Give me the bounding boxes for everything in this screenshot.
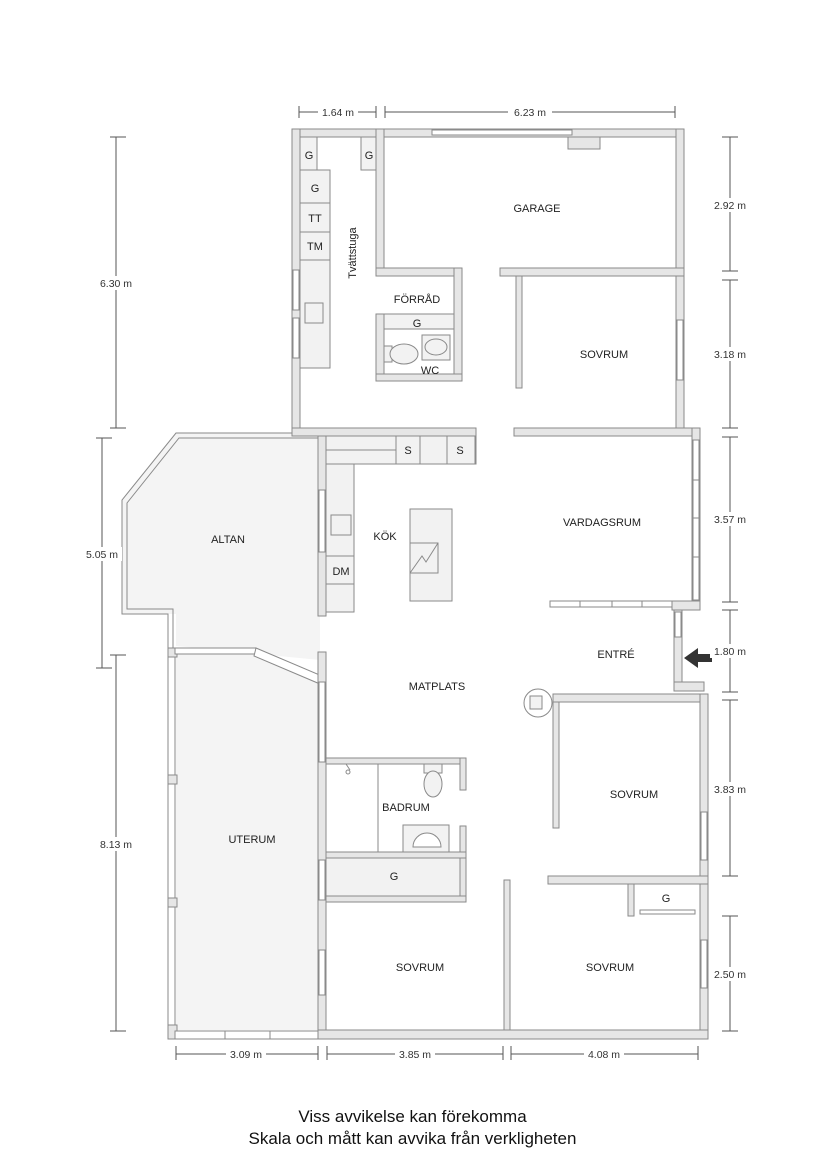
- fixture-g-2: G: [365, 150, 374, 162]
- disclaimer-line-1: Viss avvikelse kan förekomma: [298, 1107, 527, 1126]
- dim-bottom-1: 3.09 m: [230, 1049, 262, 1061]
- dim-right-5: 3.83 m: [714, 784, 746, 796]
- room-label-tvattstuga: Tvättstuga: [347, 226, 359, 278]
- room-label-sovrum-3: SOVRUM: [396, 962, 444, 974]
- room-label-uterum: UTERUM: [228, 834, 275, 846]
- disclaimer: Viss avvikelse kan förekomma Skala och m…: [0, 1106, 825, 1150]
- room-label-vardagsrum: VARDAGSRUM: [563, 517, 641, 529]
- fixture-dm: DM: [332, 566, 349, 578]
- room-label-altan: ALTAN: [211, 534, 245, 546]
- fixtures: [299, 136, 553, 897]
- fixture-g-sovrum: G: [662, 893, 671, 905]
- dim-bottom-3: 4.08 m: [588, 1049, 620, 1061]
- fixture-g-3: G: [311, 183, 320, 195]
- disclaimer-line-2: Skala och mått kan avvika från verklighe…: [248, 1129, 577, 1148]
- room-label-sovrum-2: SOVRUM: [610, 789, 658, 801]
- dim-right-4: 1.80 m: [714, 646, 746, 658]
- room-label-wc: WC: [421, 365, 439, 377]
- room-label-forrad: FÖRRÅD: [394, 293, 441, 306]
- fixture-g-forrad: G: [413, 318, 422, 330]
- stove-icon: [409, 542, 439, 574]
- dim-left-2: 5.05 m: [86, 549, 118, 561]
- dim-right-6: 2.50 m: [714, 969, 746, 981]
- uterum-area: [167, 647, 323, 1040]
- dim-top-right: 6.23 m: [514, 107, 546, 119]
- room-label-entre: ENTRÉ: [597, 648, 634, 661]
- dim-left-1: 6.30 m: [100, 278, 132, 290]
- room-label-sovrum-4: SOVRUM: [586, 962, 634, 974]
- dim-bottom-2: 3.85 m: [399, 1049, 431, 1061]
- dim-right-3: 3.57 m: [714, 514, 746, 526]
- entrance-arrow-icon: [684, 648, 712, 668]
- fixture-labels: G G G TT TM G S S DM G G: [305, 150, 671, 905]
- dim-right-2: 3.18 m: [714, 349, 746, 361]
- fixture-g-1: G: [305, 150, 314, 162]
- altan-area: [121, 432, 320, 660]
- fixture-s-1: S: [404, 445, 411, 457]
- room-label-matplats: MATPLATS: [409, 681, 465, 693]
- room-label-sovrum-1: SOVRUM: [580, 349, 628, 361]
- fixture-s-2: S: [456, 445, 463, 457]
- room-labels: Tvättstuga GARAGE FÖRRÅD WC SOVRUM KÖK A…: [211, 203, 658, 974]
- room-label-kok: KÖK: [373, 531, 397, 543]
- dimension-labels: 1.64 m 6.23 m 6.30 m 5.05 m 8.13 m 2.92 …: [82, 105, 750, 1061]
- fixture-tt: TT: [308, 213, 322, 225]
- dim-left-3: 8.13 m: [100, 839, 132, 851]
- dim-right-1: 2.92 m: [714, 200, 746, 212]
- walls: [291, 128, 709, 1040]
- room-label-garage: GARAGE: [513, 203, 560, 215]
- dim-top-left: 1.64 m: [322, 107, 354, 119]
- fixture-tm: TM: [307, 241, 323, 253]
- fixture-g-badrum: G: [390, 871, 399, 883]
- room-label-badrum: BADRUM: [382, 802, 430, 814]
